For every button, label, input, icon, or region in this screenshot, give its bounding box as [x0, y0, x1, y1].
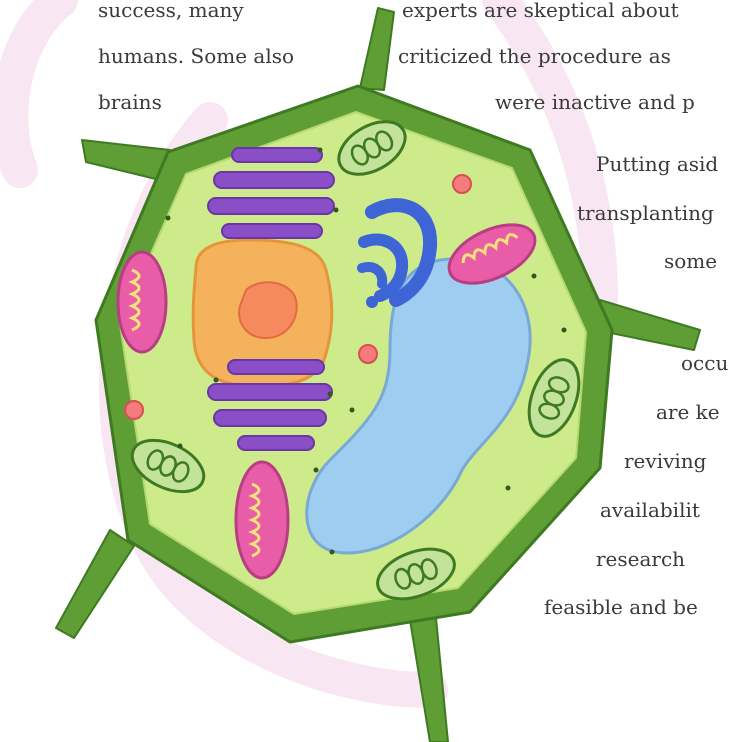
nucleolus [239, 282, 297, 338]
mitochondrion [118, 252, 166, 352]
mitochondrion [236, 462, 288, 578]
